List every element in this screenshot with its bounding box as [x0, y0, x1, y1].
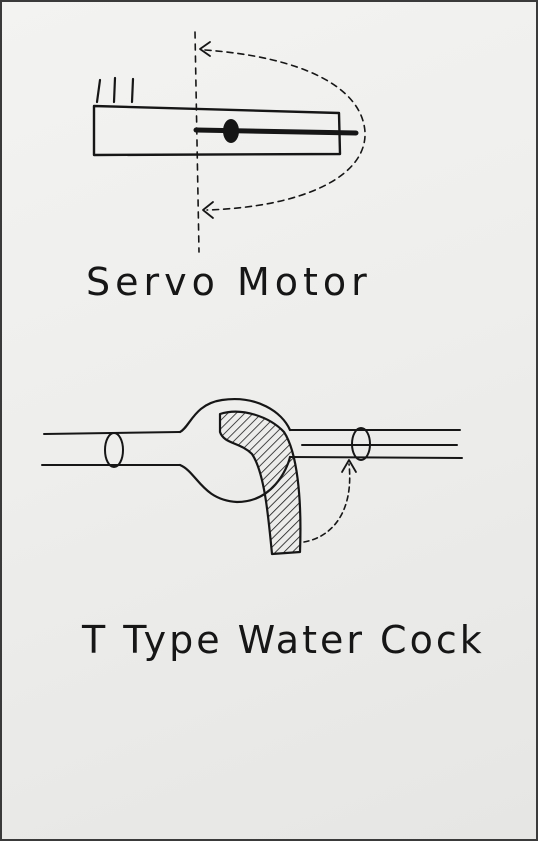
arrow-head-icon — [341, 459, 357, 473]
servo-rotation-arc — [204, 49, 366, 211]
valve-rotation-arc — [303, 463, 351, 543]
servo-shaft-hub — [223, 119, 239, 143]
pipe-left-end — [104, 432, 124, 468]
valve-handle — [218, 410, 302, 556]
servo-motor-caption: Servo Motor — [86, 260, 372, 304]
water-cock-caption: T Type Water Cock — [82, 618, 485, 662]
water-cock-diagram — [41, 398, 463, 556]
pipe-right-end — [351, 427, 371, 461]
servo-motor-diagram — [92, 31, 366, 253]
arrow-head-icon — [202, 201, 214, 219]
servo-reference-line — [194, 31, 200, 253]
pipe-right — [289, 429, 463, 459]
pipe-left — [41, 431, 181, 466]
servo-shaft — [193, 127, 359, 136]
servo-terminal-pins — [95, 76, 135, 104]
arrow-head-icon — [199, 41, 211, 57]
servo-body — [92, 104, 342, 157]
